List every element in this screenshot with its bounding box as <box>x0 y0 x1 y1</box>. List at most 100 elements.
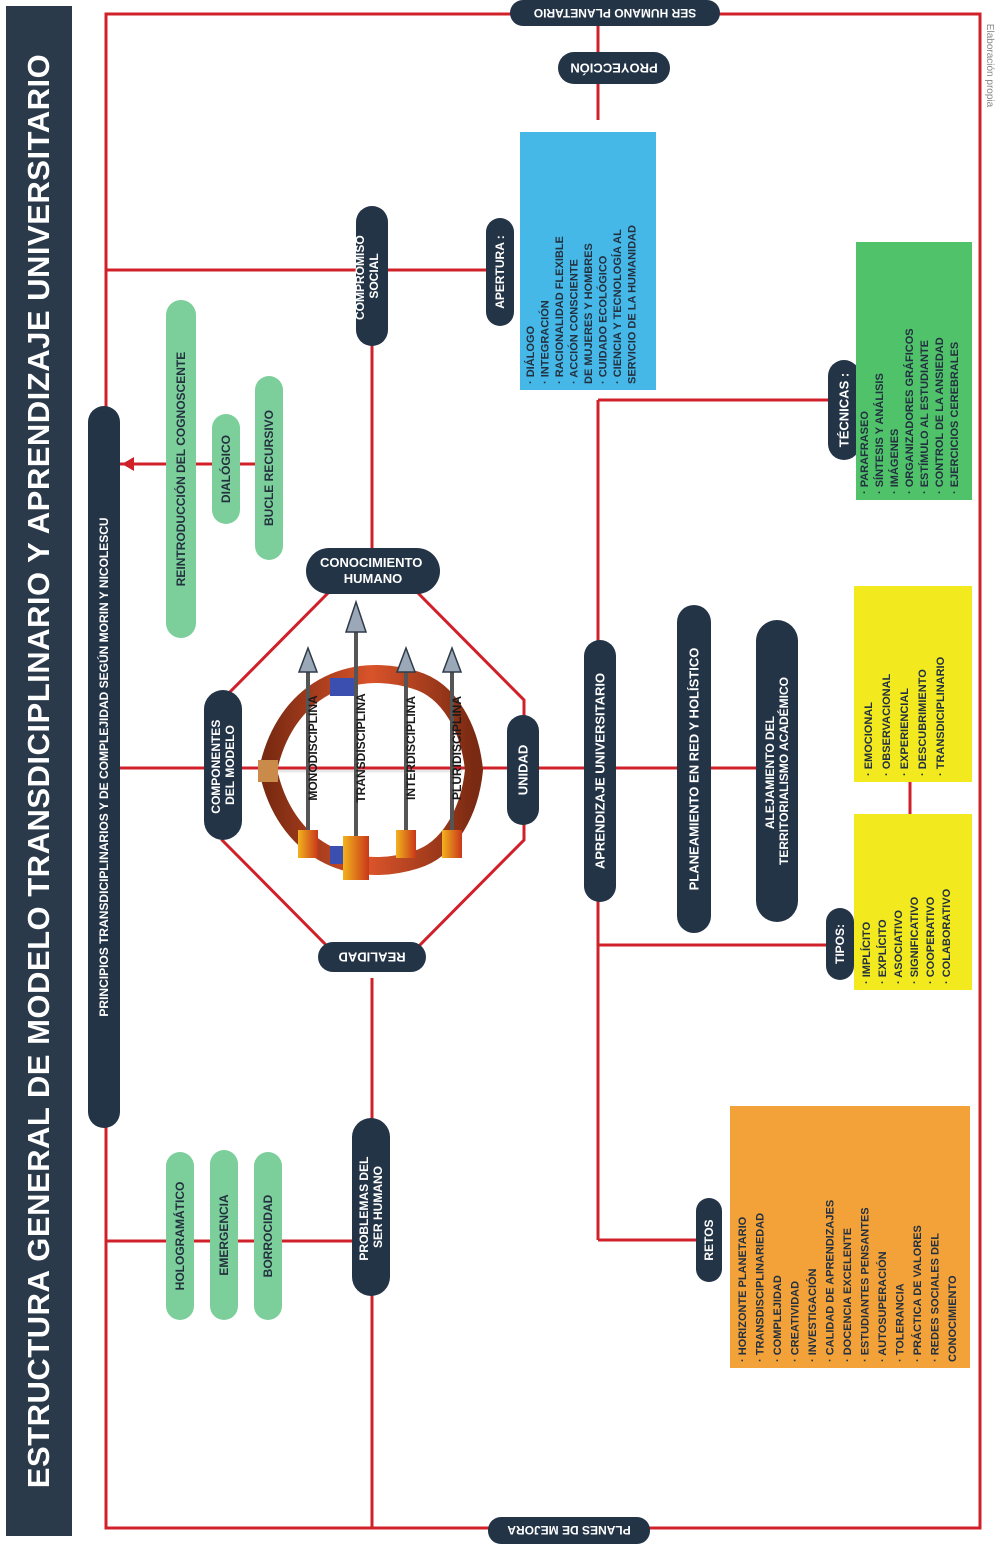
tecnicas-item: · PARAFRASEO <box>859 411 871 494</box>
planes-de-mejora-node <box>488 1517 650 1544</box>
tipos-b-item: · IMPLÍCITO <box>860 921 873 984</box>
compromiso-line-2: SOCIAL <box>367 253 381 298</box>
unidad-label: UNIDAD <box>516 745 531 796</box>
proyeccion-label: PROYECCIÓN <box>570 61 657 76</box>
problemas-line-2: SER HUMANO <box>371 1166 385 1248</box>
retos-item: · DOCENCIA EXCELENTE <box>842 1228 854 1362</box>
problemas-label: PROBLEMAS DEL SER HUMANO <box>357 1153 385 1260</box>
planeamiento-node <box>677 605 711 933</box>
conocimiento-line-1: CONOCIMIENTO <box>320 555 422 570</box>
tipos-b-item: · COOPERATIVO <box>925 896 937 984</box>
tipos-label: TIPOS: <box>833 924 847 964</box>
arrow-shafts <box>306 620 454 875</box>
tecnicas-item: · ORGANIZADORES GRÁFICOS <box>903 328 916 494</box>
componentes-label: COMPONENTES DEL MODELO <box>209 716 237 813</box>
alejamiento-line-1: ALEJAMIENTO DEL <box>763 716 777 829</box>
compromiso-social-node <box>356 206 388 346</box>
tecnicas-item: · CONTROL DE LA ANSIEDAD <box>934 337 946 494</box>
conocimiento-humano-node <box>306 548 440 594</box>
tipos-b-item: · COLABORATIVO <box>941 888 953 984</box>
retos-item: CONOCIMIENTO <box>947 1275 959 1362</box>
tipos-b-item: · EXPLÍCITO <box>876 919 889 984</box>
principle-borrocidad-label: BORROCIDAD <box>261 1194 275 1277</box>
tecnicas-list: · PARAFRASEO · SÍNTESIS Y ANÁLISIS · IMÁ… <box>859 328 961 494</box>
retos-item: · INVESTIGACIÓN <box>806 1268 819 1362</box>
apertura-item: · DIÁLOGO <box>524 326 537 384</box>
tecnicas-item: · SÍNTESIS Y ANÁLISIS <box>873 373 886 494</box>
componentes-line-2: DEL MODELO <box>223 725 237 805</box>
tipos-b-item: · SIGNIFICATIVO <box>909 896 921 984</box>
tipos-b-list: · IMPLÍCITO · EXPLÍCITO · ASOCIATIVO · S… <box>860 888 953 984</box>
retos-item: · TOLERANCIA <box>895 1283 907 1362</box>
principle-bucle <box>255 376 283 560</box>
principle-emergencia-label: EMERGENCIA <box>217 1194 231 1276</box>
retos-item: · CALIDAD DE APRENDIZAJES <box>825 1200 837 1362</box>
tipos-b-box <box>854 814 972 990</box>
retos-node <box>696 1198 722 1282</box>
principle-holografico-label: HOLOGRAMÁTICO <box>172 1182 187 1291</box>
apertura-label: APERTURA : <box>493 235 507 309</box>
problemas-line-1: PROBLEMAS DEL <box>357 1157 371 1261</box>
ser-humano-planetario-node <box>510 0 720 26</box>
apertura-box <box>520 132 656 390</box>
tecnicas-label: TÉCNICAS : <box>837 373 852 447</box>
arrow-fletchings <box>298 830 462 880</box>
compromiso-social-label: COMPROMISO SOCIAL <box>353 232 381 320</box>
arrow-label-transdisciplina: TRANSDISCIPLINA <box>354 693 368 803</box>
tecnicas-item: · ESTÍMULO AL ESTUDIANTE <box>918 340 931 494</box>
tipos-a-item: · DESCUBRIMIENTO <box>917 669 929 776</box>
tipos-a-box <box>854 586 972 782</box>
componentes-line-1: COMPONENTES <box>209 720 223 814</box>
tipos-b-item: · ASOCIATIVO <box>893 910 905 984</box>
ser-humano-planetario-label: SER HUMANO PLANETARIO <box>534 6 696 20</box>
retos-list: · HORIZONTE PLANETARIO · TRANSDISCIPLINA… <box>737 1200 959 1362</box>
retos-item: · PRÁCTICA DE VALORES <box>911 1225 924 1362</box>
apertura-list: · DIÁLOGO · INTEGRACIÓN · RACIONALIDAD F… <box>524 225 639 384</box>
principle-borrocidad <box>254 1152 282 1320</box>
aprendizaje-node <box>584 640 616 902</box>
retos-item: · CREATIVIDAD <box>790 1281 802 1362</box>
principios-node <box>88 406 120 1128</box>
retos-label: RETOS <box>702 1219 716 1260</box>
retos-item: · AUTOSUPERACIÓN <box>876 1251 889 1362</box>
principle-holografico <box>166 1152 194 1320</box>
apertura-item: · CIENCIA Y TECNOLOGÍA AL <box>611 229 624 384</box>
apertura-node <box>486 218 514 326</box>
conocimiento-humano-label: CONOCIMIENTO HUMANO <box>320 555 426 586</box>
tecnicas-item: · IMÁGENES <box>888 429 901 494</box>
proyeccion-node <box>558 52 670 84</box>
alejamiento-label: ALEJAMIENTO DEL TERRITORIALISMO ACADÉMIC… <box>763 677 791 865</box>
title-bar: ESTRUCTURA GENERAL DE MODELO TRANSDICIPL… <box>6 6 72 1536</box>
apertura-item: · CUIDADO ECOLÓGICO <box>597 255 610 384</box>
tipos-a-item: · EMOCIONAL <box>863 702 875 776</box>
principios-label: PRINCIPIOS TRANSDICIPLINARIOS Y DE COMPL… <box>96 517 111 1016</box>
aprendizaje-label: APRENDIZAJE UNIVERSITARIO <box>593 673 608 869</box>
principle-reintroduccion <box>166 300 196 638</box>
principle-dialogico-label: DIALÓGICO <box>218 435 233 503</box>
retos-item: · REDES SOCIALES DEL <box>930 1233 942 1362</box>
tecnicas-node <box>828 360 860 460</box>
alejamiento-node <box>756 620 798 922</box>
compromiso-line-1: COMPROMISO <box>353 235 367 320</box>
conocimiento-line-2: HUMANO <box>344 571 403 586</box>
apertura-item: SERVICIO DE LA HUMANIDAD <box>627 225 639 384</box>
componentes-node <box>204 690 242 840</box>
tecnicas-box <box>856 242 972 500</box>
tipos-a-item: · EXPERIENCIAL <box>899 688 911 776</box>
planes-de-mejora-label: PLANES DE MEJORA <box>507 1523 631 1537</box>
tipos-a-list: · EMOCIONAL · OBSERVACIONAL · EXPERIENCI… <box>863 656 947 776</box>
arrow-label-pluridisciplina: PLURIDISCIPLINA <box>450 696 464 800</box>
retos-item: · HORIZONTE PLANETARIO <box>737 1216 749 1362</box>
principle-reintroduccion-label: REINTRODUCCIÓN DEL COGNOSCENTE <box>173 352 188 586</box>
apertura-item: · INTEGRACIÓN <box>539 300 552 384</box>
principle-emergencia <box>210 1150 238 1320</box>
apertura-item: · RACIONALIDAD FLEXIBLE <box>554 236 566 384</box>
arrow-label-interdisciplina: INTERDISCIPLINA <box>404 696 418 800</box>
unidad-node <box>507 715 539 825</box>
retos-box <box>730 1106 970 1368</box>
arrow-tips <box>297 599 463 673</box>
apertura-item: · ACCIÓN CONSCIENTE <box>568 259 581 384</box>
retos-item: · ESTUDIANTES PENSANTES <box>860 1207 872 1362</box>
problemas-node <box>352 1118 390 1296</box>
